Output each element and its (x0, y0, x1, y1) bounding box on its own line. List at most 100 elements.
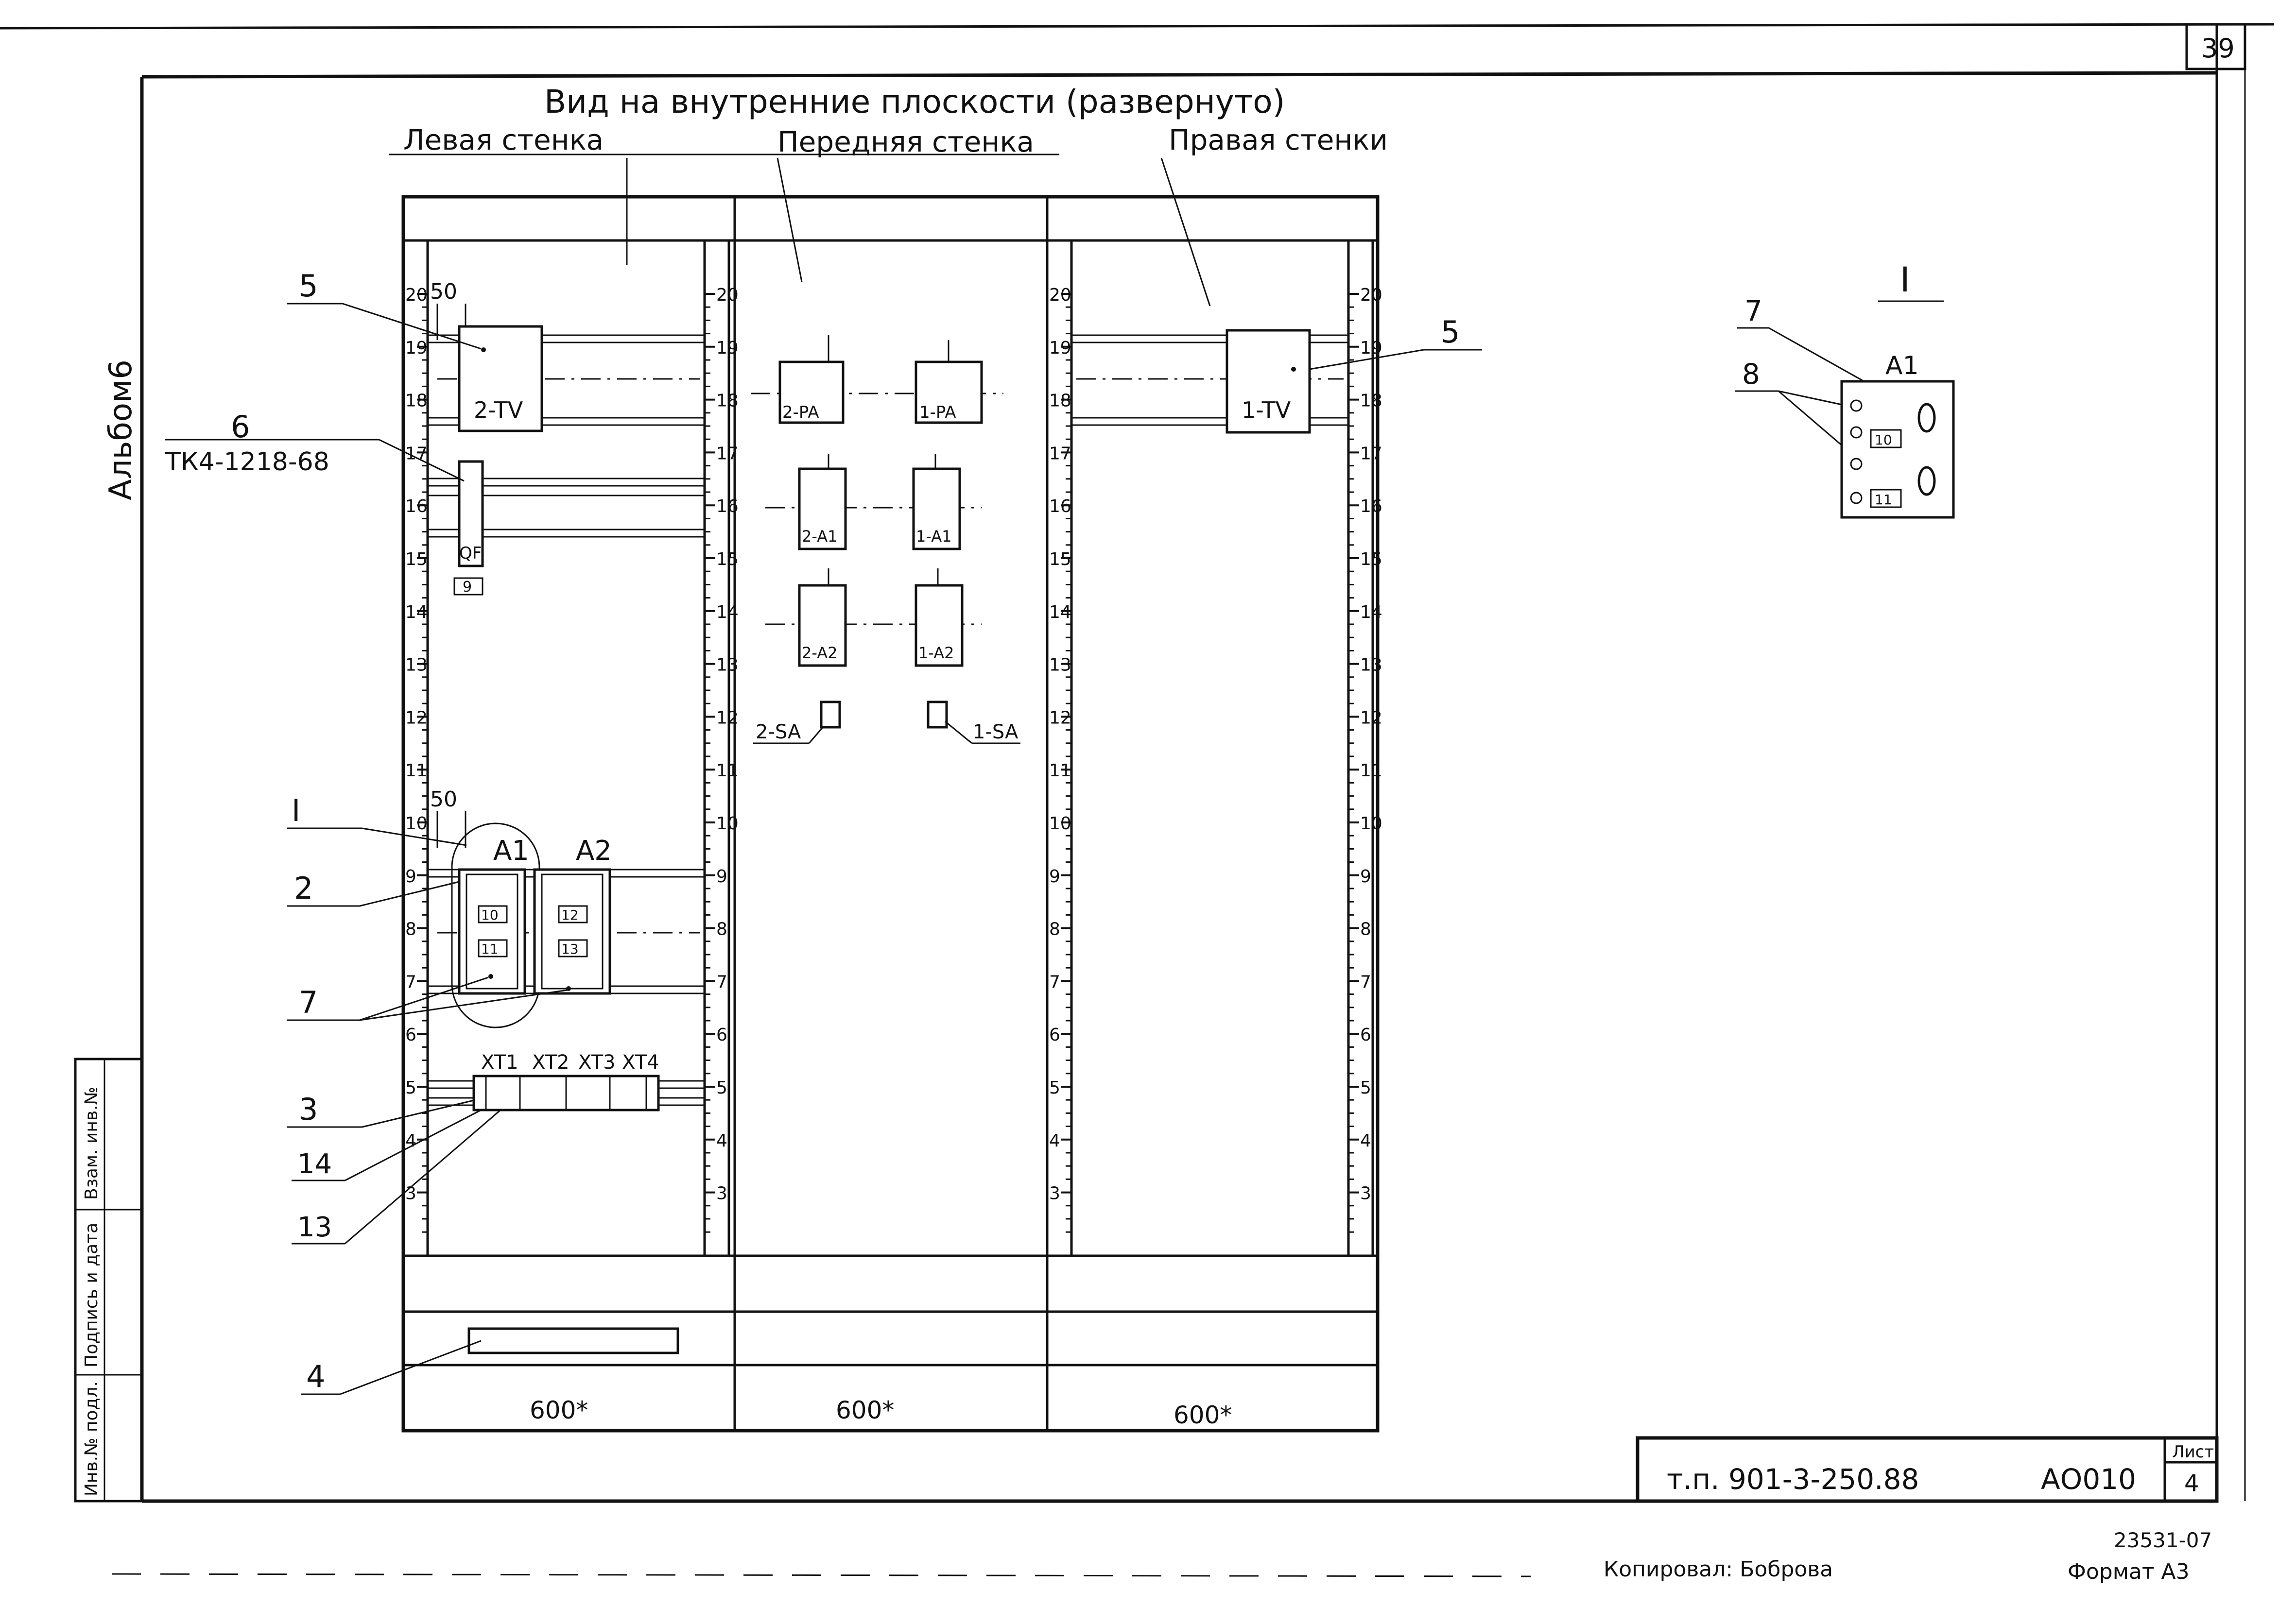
rail-scale-label: 4 (716, 1131, 727, 1151)
callout-3: 3 (299, 1092, 318, 1127)
device-1-pa-label: 1-PA (919, 403, 956, 422)
device-2-a2 (798, 584, 847, 667)
rail-scale-label: 17 (1049, 444, 1071, 463)
wall-width-left: 600* (530, 1396, 588, 1424)
block-a1-tag-10: 10 (481, 907, 499, 923)
block-a1-label: A1 (493, 835, 529, 867)
doc-mark: АО010 (2041, 1463, 2136, 1496)
callout-14: 14 (297, 1148, 332, 1180)
rail-scale-label: 5 (1049, 1078, 1060, 1098)
rail-scale-label: 9 (716, 867, 727, 887)
rail-scale-label: 13 (1360, 655, 1382, 675)
rail-scale-label: 20 (716, 285, 739, 305)
rail-scale-label: 3 (716, 1184, 727, 1204)
rail-scale-label: 3 (1360, 1184, 1371, 1204)
rail-scale-label: 18 (716, 391, 739, 411)
rail-scale-label: 9 (1049, 867, 1060, 887)
rail-scale-label: 12 (1049, 708, 1071, 728)
transformer-2tv (458, 325, 543, 432)
device-1-a2-label: 1-A2 (918, 644, 954, 662)
block-a2-tag-12: 12 (561, 907, 579, 923)
sheet-format: Формат А3 (2068, 1559, 2190, 1584)
callout-5: 5 (299, 268, 318, 304)
terminal-xt2-label: XT2 (532, 1051, 570, 1074)
detail-callout-8: 8 (1742, 358, 1760, 391)
block-a2-label: A2 (576, 835, 612, 867)
callout-5-right: 5 (1441, 314, 1460, 350)
switch-2-sa-label: 2-SA (756, 721, 801, 743)
transformer-2tv-label: 2-TV (474, 397, 523, 423)
wall-label-front: Передняя стенка (777, 125, 1034, 158)
rail-scale-label: 11 (1049, 761, 1071, 781)
callout-7: 7 (299, 985, 318, 1020)
callout-2: 2 (294, 871, 313, 906)
page-number: 39 (2201, 33, 2235, 64)
rail-scale-label: 10 (1360, 814, 1382, 834)
rail-scale-label: 6 (1360, 1025, 1371, 1045)
callout-6-type: ТК4-1218-68 (165, 447, 329, 477)
terminal-xt1-label: XT1 (481, 1051, 518, 1074)
sheet-frame (0, 23, 2275, 1503)
rail-scale-label: 17 (1360, 444, 1382, 463)
rail-scale-label: 7 (1049, 972, 1060, 992)
scale-rails (402, 239, 1374, 1257)
album-label: Альбом6 (103, 359, 139, 500)
breaker-qf (458, 460, 484, 567)
rail-scale-label: 13 (1049, 655, 1071, 675)
drawing-title: Вид на внутренние плоскости (развернуто) (544, 83, 1285, 120)
rail-scale-label: 12 (405, 708, 428, 728)
rail-scale-label: 15 (1049, 549, 1071, 569)
rail-scale-label: 20 (1049, 285, 1071, 305)
device-1-a1 (912, 467, 961, 550)
rail-scale-label: 19 (716, 338, 739, 358)
pitch-mark-top: 50 (430, 279, 457, 304)
doc-code: т.п. 901-3-250.88 (1667, 1463, 1919, 1496)
switch-1-sa-label: 1-SA (973, 721, 1019, 743)
rail-scale-label: 3 (1049, 1184, 1060, 1204)
sheet-label: Лист (2172, 1442, 2214, 1462)
tick-marks (417, 293, 1359, 1233)
callout-4: 4 (306, 1359, 325, 1394)
rail-scale-label: 4 (1360, 1131, 1371, 1151)
rail-scale-label: 8 (716, 920, 727, 940)
device-2-a1 (798, 467, 847, 550)
rail-scale-label: 7 (405, 972, 416, 992)
detail-tag-10: 10 (1875, 432, 1892, 448)
rail-scale-label: 19 (405, 338, 428, 358)
side-stamp-inv: Инв.№ подл. (82, 1381, 102, 1496)
callout-6: 6 (231, 409, 250, 444)
title-block (1636, 1436, 2219, 1503)
rail-scale-label: 8 (405, 920, 416, 940)
rail-scale-label: 15 (716, 549, 739, 569)
rail-scale-label: 9 (405, 867, 416, 887)
breaker-qf-tag: 9 (463, 579, 472, 596)
callout-13: 13 (297, 1212, 332, 1243)
rail-scale-label: 11 (716, 761, 739, 781)
wall-width-right: 600* (1174, 1401, 1232, 1429)
rail-scale-label: 7 (716, 972, 727, 992)
rail-scale-label: 5 (1360, 1078, 1371, 1098)
detail-block-a1 (1840, 380, 1955, 519)
transformer-1tv-label: 1-TV (1242, 397, 1291, 423)
side-stamp-sign: Подпись и дата (82, 1223, 102, 1368)
rail-scale-label: 12 (1360, 708, 1382, 728)
rail-scale-label: 8 (1049, 920, 1060, 940)
rail-scale-label: 10 (1049, 814, 1071, 834)
rail-scale-label: 11 (405, 761, 428, 781)
detail-title: I (1900, 260, 1910, 300)
side-stamp-replace: Взам. инв.№ (82, 1087, 102, 1200)
rail-scale-label: 14 (1360, 602, 1382, 622)
wall-label-right: Правая стенки (1169, 123, 1388, 156)
device-1-a1-label: 1-A1 (916, 527, 951, 546)
rail-scale-label: 12 (716, 708, 739, 728)
rail-scale-label: 14 (1049, 602, 1071, 622)
rail-scale-label: 17 (716, 444, 739, 463)
detail-label: A1 (1885, 351, 1919, 380)
rail-scale-label: 4 (1049, 1131, 1060, 1151)
rail-scale-label: 19 (1049, 338, 1071, 358)
switch-1-sa (927, 701, 948, 729)
rail-scale-label: 18 (1360, 391, 1382, 411)
rail-scale-label: 6 (1049, 1025, 1060, 1045)
side-stamp (74, 1058, 143, 1503)
device-2-pa (778, 360, 845, 424)
